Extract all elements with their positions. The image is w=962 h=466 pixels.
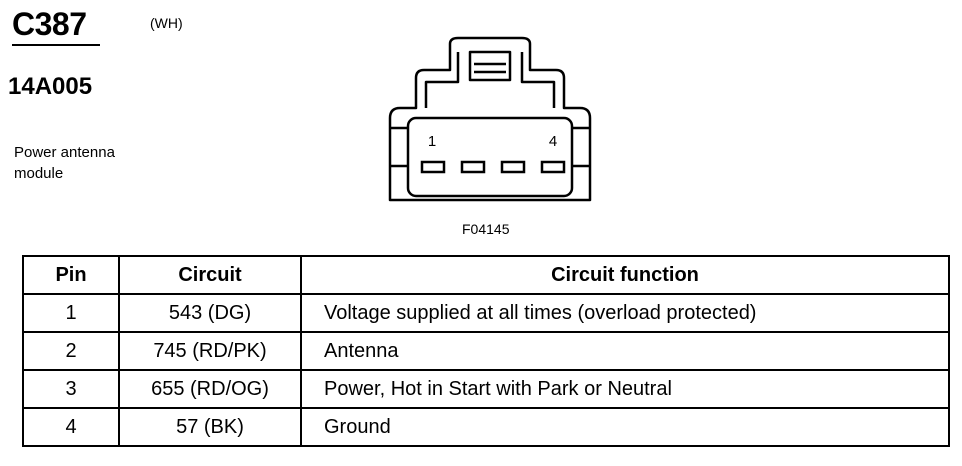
connector-id-underline	[12, 44, 100, 46]
pin-cell: 4	[22, 407, 120, 447]
circuit-cell: 745 (RD/PK)	[118, 331, 302, 371]
header-pin: Pin	[22, 255, 120, 295]
function-cell: Voltage supplied at all times (overload …	[300, 293, 950, 333]
component-description: Power antenna module	[14, 144, 115, 182]
pin-cell: 1	[22, 293, 120, 333]
table-row: 4 57 (BK) Ground	[22, 407, 950, 447]
pin-cell: 2	[22, 331, 120, 371]
color-code: (WH)	[150, 15, 183, 31]
connector-outer-body	[388, 36, 592, 202]
connector-face-diagram: 1 4	[388, 36, 592, 202]
pin-cell: 3	[22, 369, 120, 409]
connector-left-rails	[390, 126, 408, 168]
pin-cavity-4	[540, 160, 566, 174]
pin-cavity-3	[500, 160, 526, 174]
pinout-table: Pin Circuit Circuit function 1 543 (DG) …	[22, 255, 950, 447]
pin-cavity-2	[460, 160, 486, 174]
table-row: 3 655 (RD/OG) Power, Hot in Start with P…	[22, 369, 950, 409]
connector-left-latch	[424, 52, 460, 108]
table-header-row: Pin Circuit Circuit function	[22, 255, 950, 295]
table-row: 2 745 (RD/PK) Antenna	[22, 331, 950, 371]
connector-inner-face	[406, 116, 574, 198]
pin-cavities	[420, 160, 566, 174]
table-row: 1 543 (DG) Voltage supplied at all times…	[22, 293, 950, 333]
figure-code: F04145	[462, 221, 510, 237]
circuit-cell: 57 (BK)	[118, 407, 302, 447]
header-circuit-function: Circuit function	[300, 255, 950, 295]
function-cell: Ground	[300, 407, 950, 447]
function-cell: Power, Hot in Start with Park or Neutral	[300, 369, 950, 409]
function-cell: Antenna	[300, 331, 950, 371]
pin-label-4: 4	[549, 133, 557, 150]
circuit-cell: 655 (RD/OG)	[118, 369, 302, 409]
header-circuit: Circuit	[118, 255, 302, 295]
part-number: 14A005	[8, 73, 93, 100]
connector-right-latch	[520, 52, 556, 108]
pin-label-1: 1	[428, 133, 436, 150]
connector-id: C387	[12, 6, 87, 42]
connector-lock-tab	[468, 50, 512, 82]
pin-cavity-1	[420, 160, 446, 174]
connector-right-rails	[572, 126, 590, 168]
circuit-cell: 543 (DG)	[118, 293, 302, 333]
